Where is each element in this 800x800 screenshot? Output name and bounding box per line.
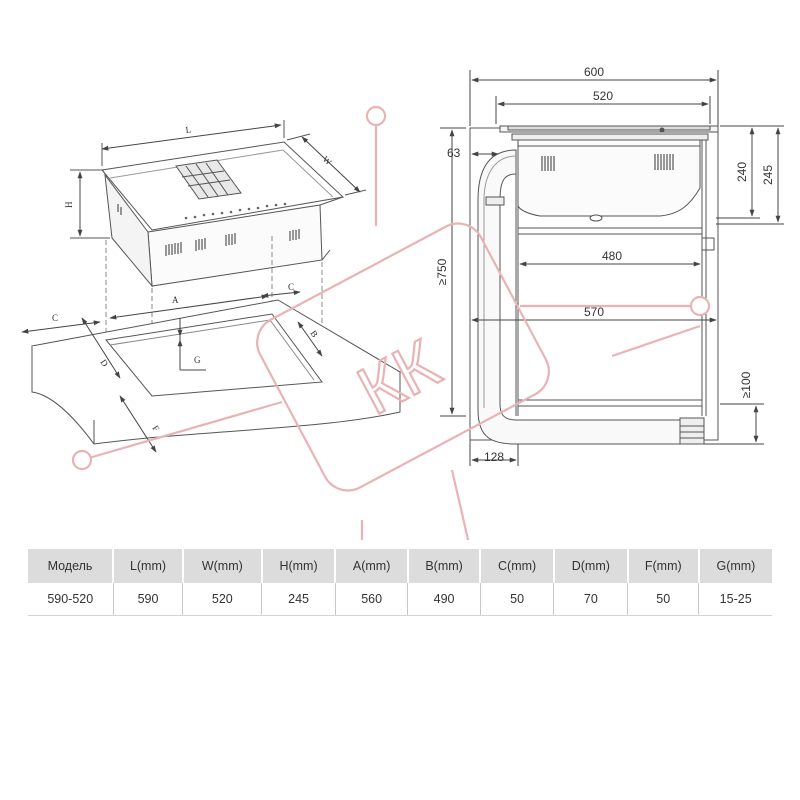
body-vents: [117, 204, 300, 256]
label-H: H: [64, 201, 74, 208]
header-W: W(mm): [182, 549, 263, 583]
cell-F: 50: [627, 583, 700, 616]
hob-glass: [507, 125, 711, 131]
dim-240: 240: [735, 162, 749, 182]
label-A: A: [172, 295, 179, 305]
installation-drawing: L W H A B C C D F G: [21, 65, 784, 540]
cell-W: 520: [182, 583, 263, 616]
header-G: G(mm): [698, 549, 772, 583]
header-F: F(mm): [627, 549, 700, 583]
header-H: H(mm): [261, 549, 337, 583]
label-F: F: [150, 423, 161, 433]
side-dimensions: [440, 70, 784, 466]
header-A: A(mm): [335, 549, 409, 583]
cell-model: 590-520: [28, 583, 114, 616]
header-C: C(mm): [480, 549, 555, 583]
label-G: G: [194, 355, 201, 365]
shelf-top: [517, 227, 703, 235]
cell-A: 560: [335, 583, 409, 616]
dim-480: 480: [602, 249, 622, 263]
side-section-view: [469, 125, 719, 456]
dim-570: 570: [584, 305, 604, 319]
header-model: Модель: [28, 549, 115, 583]
table-row: 590-520 590 520 245 560 490 50 70 50 15-…: [28, 583, 772, 616]
dim-63: 63: [447, 146, 461, 160]
label-D: D: [98, 357, 110, 368]
dim-600: 600: [584, 65, 604, 79]
cell-B: 490: [407, 583, 481, 616]
control-dots: [184, 202, 287, 220]
label-C-top: C: [288, 282, 294, 292]
cell-G: 15-25: [698, 583, 772, 616]
countertop-cutout: [105, 313, 323, 397]
header-D: D(mm): [553, 549, 629, 583]
shelf-bottom: [517, 399, 703, 407]
label-C-left: C: [52, 313, 58, 323]
dim-245: 245: [761, 165, 775, 185]
extractor-grille: [175, 159, 242, 200]
cell-D: 70: [553, 583, 629, 616]
label-L: L: [185, 124, 192, 135]
cell-H: 245: [261, 583, 336, 616]
isometric-view: [21, 120, 402, 453]
dim-750: ≥750: [435, 258, 449, 285]
spec-table: Модель L(mm) W(mm) H(mm) A(mm) B(mm) C(m…: [28, 549, 772, 616]
spec-table-header-row: Модель L(mm) W(mm) H(mm) A(mm) B(mm) C(m…: [28, 549, 772, 583]
header-B: B(mm): [407, 549, 482, 583]
cell-L: 590: [113, 583, 184, 616]
duct-outlet: [679, 417, 705, 445]
label-B: B: [308, 328, 320, 339]
dim-128: 128: [484, 450, 504, 464]
hob-body-side: [104, 173, 153, 288]
cell-C: 50: [480, 583, 555, 616]
hob-section-body: [517, 137, 701, 217]
dim-100: ≥100: [739, 371, 753, 398]
header-L: L(mm): [113, 549, 184, 583]
dim-520: 520: [593, 89, 613, 103]
